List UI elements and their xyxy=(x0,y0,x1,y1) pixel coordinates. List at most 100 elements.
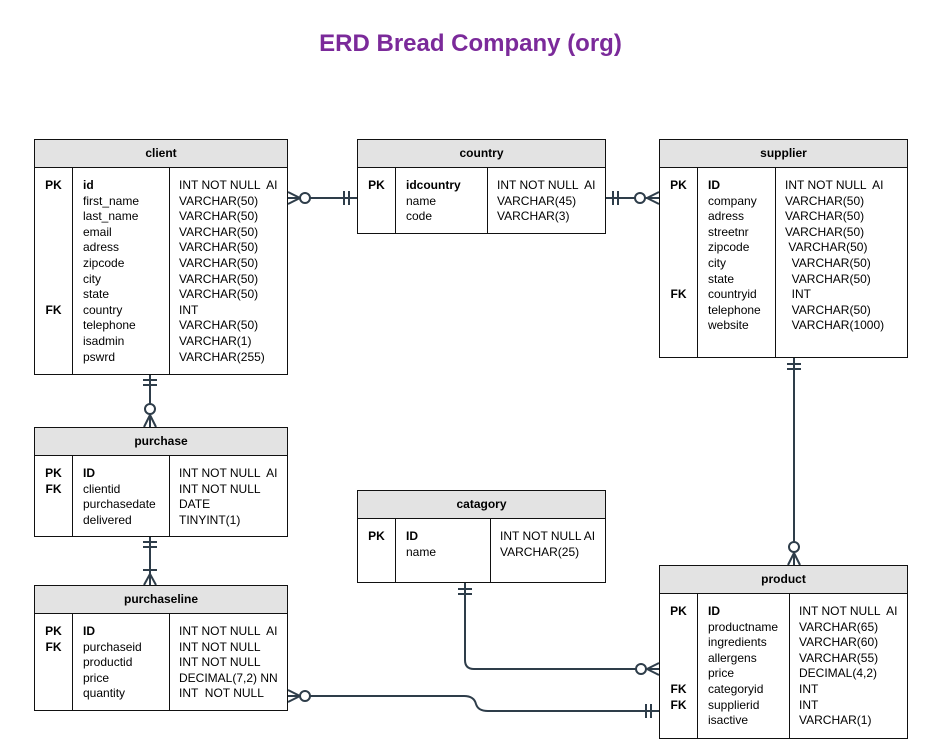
attribute-cell xyxy=(35,272,72,288)
attribute-cell: price xyxy=(83,670,110,685)
attribute-cell xyxy=(35,318,72,334)
attribute-cell: productname xyxy=(708,619,779,634)
attribute-cell: DECIMAL(7,2) NN xyxy=(179,670,278,685)
attribute-cell: PK xyxy=(45,466,62,480)
attribute-cell: telephone xyxy=(708,302,761,317)
attribute-cell: VARCHAR(50) xyxy=(785,302,871,317)
attribute-cell: adress xyxy=(708,209,745,224)
attribute-cell: FK xyxy=(670,287,687,302)
attribute-cell xyxy=(660,225,697,241)
attribute-cell: VARCHAR(3) xyxy=(497,209,570,224)
attribute-cell: telephone xyxy=(83,318,136,333)
link-purchaseline-product xyxy=(287,689,659,718)
attribute-cell: website xyxy=(708,318,749,333)
attribute-cell: FK xyxy=(45,481,62,496)
attribute-cell xyxy=(660,635,697,651)
attribute-cell: PK xyxy=(45,178,62,192)
attribute-cell: city xyxy=(708,255,726,270)
attribute-cell xyxy=(35,350,72,366)
attribute-cell: ID xyxy=(406,529,418,543)
link-client-purchase xyxy=(143,374,157,428)
attribute-cell: ID xyxy=(83,624,95,638)
attribute-cell: INT xyxy=(799,697,819,712)
attribute-cell xyxy=(660,318,697,334)
attribute-cell: email xyxy=(83,224,112,239)
attribute-cell: name xyxy=(406,544,437,559)
attribute-cell xyxy=(35,194,72,210)
attribute-cell: INT NOT NULL xyxy=(179,481,261,496)
attribute-cell xyxy=(358,194,395,210)
attribute-cell: PK xyxy=(670,604,687,618)
attribute-cell: state xyxy=(83,287,110,302)
attribute-cell: country xyxy=(83,302,123,317)
attribute-cell: VARCHAR(50) xyxy=(179,287,259,302)
attribute-cell: id xyxy=(83,178,94,192)
attribute-cell: categoryid xyxy=(708,681,764,696)
attribute-cell: idcountry xyxy=(406,178,461,192)
attribute-cell: VARCHAR(50) xyxy=(785,224,865,239)
entity-catagory-name: catagory xyxy=(358,491,605,519)
attribute-cell: FK xyxy=(670,681,687,696)
attribute-cell: VARCHAR(45) xyxy=(497,193,577,208)
attribute-cell: ingredients xyxy=(708,635,767,650)
attribute-cell xyxy=(358,545,395,561)
attribute-cell: company xyxy=(708,193,757,208)
attribute-cell: purchasedate xyxy=(83,497,156,512)
entity-supplier-name: supplier xyxy=(660,140,907,168)
attribute-cell: VARCHAR(50) xyxy=(785,240,868,255)
attribute-cell: INT NOT NULL AI xyxy=(799,604,898,618)
attribute-cell: DATE xyxy=(179,497,211,512)
attribute-cell: zipcode xyxy=(708,240,750,255)
attribute-cell xyxy=(660,194,697,210)
attribute-cell: state xyxy=(708,271,735,286)
attribute-cell: VARCHAR(1) xyxy=(179,333,252,348)
attribute-cell xyxy=(35,671,72,687)
attribute-cell xyxy=(35,240,72,256)
attribute-cell: FK xyxy=(45,639,62,654)
link-country-supplier xyxy=(606,191,660,205)
attribute-cell: supplierid xyxy=(708,697,760,712)
attribute-cell: FK xyxy=(670,697,687,712)
client-type-column: INT NOT NULL AI VARCHAR(50) VARCHAR(50) VAR… xyxy=(170,168,287,374)
link-catagory-product xyxy=(458,583,660,676)
catagory-key-column: PK xyxy=(358,519,396,582)
attribute-cell: allergens xyxy=(708,650,757,665)
attribute-cell xyxy=(660,272,697,288)
entity-purchaseline-name: purchaseline xyxy=(35,586,287,614)
attribute-cell: INT NOT NULL AI xyxy=(179,178,278,192)
attribute-cell: DECIMAL(4,2) xyxy=(799,666,878,681)
diagram-title: ERD Bread Company (org) xyxy=(319,30,622,57)
attribute-cell: adress xyxy=(83,240,120,255)
attribute-cell: PK xyxy=(45,624,62,638)
attribute-cell: INT xyxy=(179,302,199,317)
attribute-cell: zipcode xyxy=(83,255,125,270)
attribute-cell xyxy=(35,655,72,671)
attribute-cell: productid xyxy=(83,655,133,670)
attribute-cell: PK xyxy=(670,178,687,192)
attribute-cell xyxy=(660,713,697,729)
entity-country-name: country xyxy=(358,140,605,168)
attribute-cell: quantity xyxy=(83,686,126,701)
attribute-cell: city xyxy=(83,271,101,286)
attribute-cell: VARCHAR(55) xyxy=(799,650,879,665)
attribute-cell: PK xyxy=(368,178,385,192)
attribute-cell: VARCHAR(50) xyxy=(179,209,259,224)
